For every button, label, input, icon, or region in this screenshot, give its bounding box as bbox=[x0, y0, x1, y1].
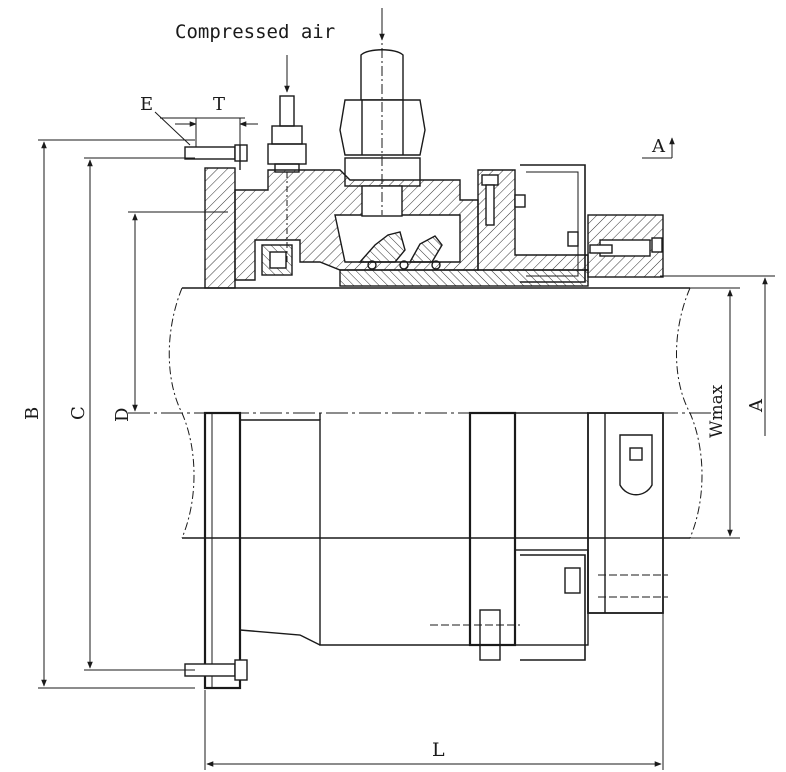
dim-A-label: A bbox=[746, 398, 767, 413]
dim-Wmax-label: Wmax bbox=[707, 384, 727, 438]
dim-L-label: L bbox=[432, 739, 445, 761]
seal-exterior bbox=[184, 411, 668, 690]
nut-fitting bbox=[339, 30, 426, 217]
dim-C-label: C bbox=[68, 406, 89, 420]
air-fitting bbox=[267, 95, 307, 262]
compressed-air-label: Compressed air bbox=[175, 21, 335, 43]
dim-D-label: D bbox=[112, 408, 133, 422]
gland-flange-section bbox=[184, 144, 664, 289]
dim-E-label: E bbox=[140, 94, 153, 115]
dim-B-label: B bbox=[22, 407, 43, 420]
dimensions bbox=[38, 8, 775, 770]
dim-T-label: T bbox=[213, 94, 225, 115]
view-A-label: A bbox=[651, 136, 666, 157]
